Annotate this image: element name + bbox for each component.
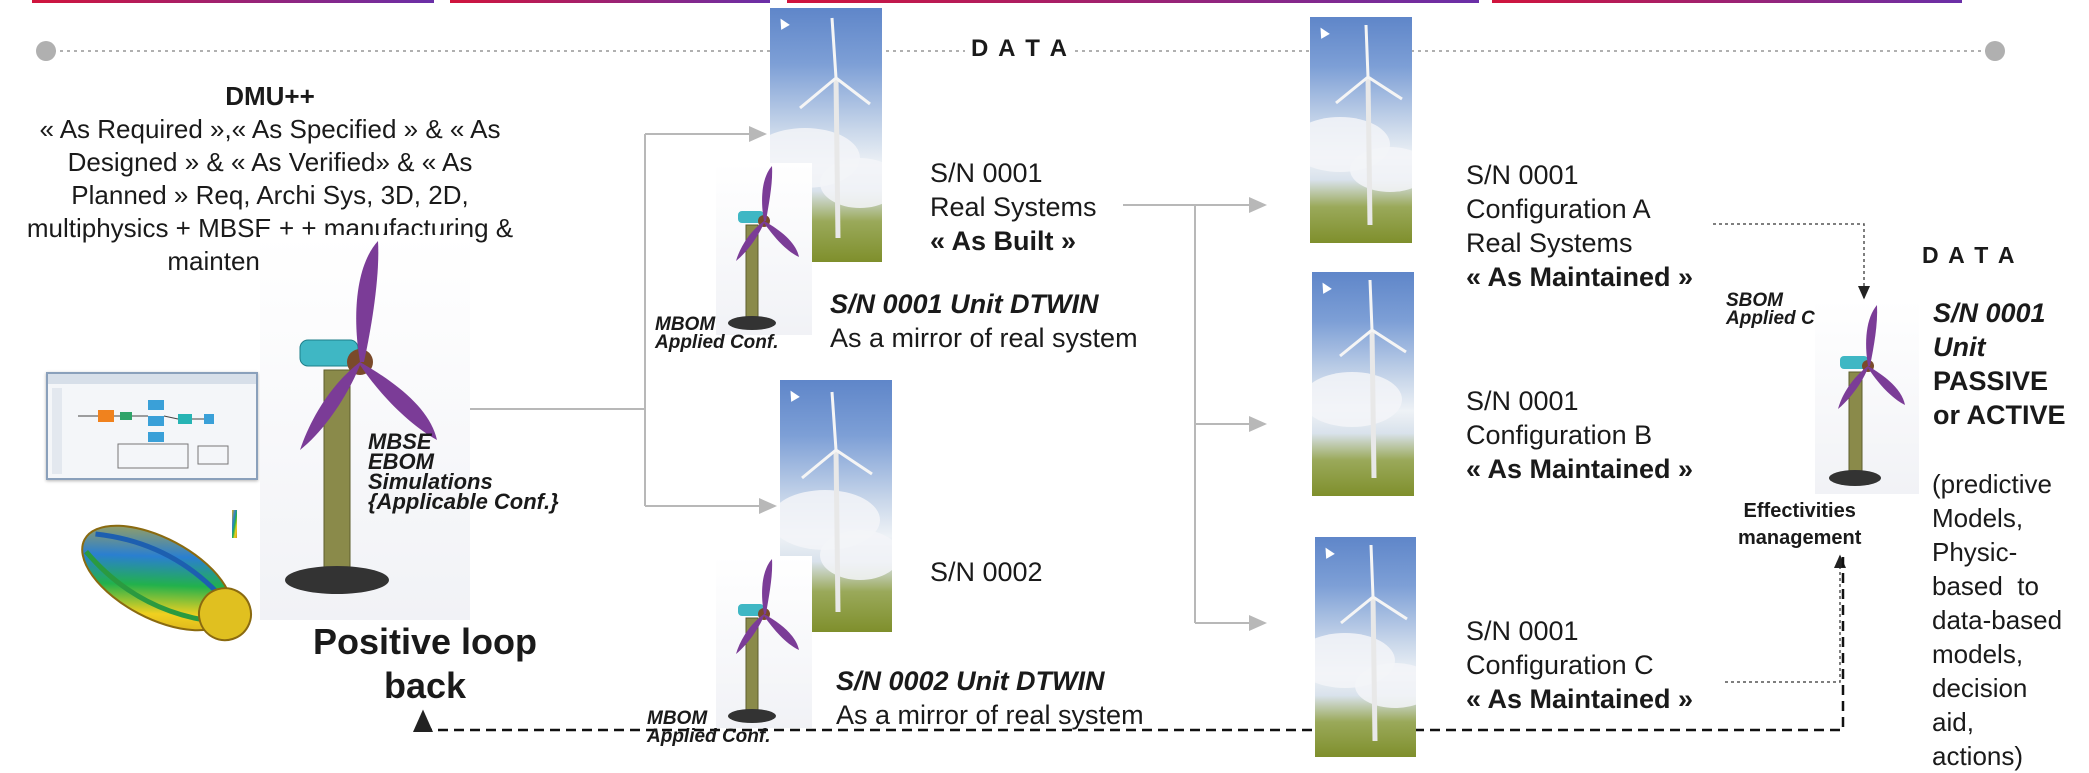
positive-loop-label: Positive loop back xyxy=(290,620,560,708)
right-unit-title: S/N 0001 Unit PASSIVE or ACTIVE xyxy=(1933,296,2066,432)
top-bar-segment-1 xyxy=(32,0,434,3)
mbse-line-2: EBOM xyxy=(368,449,434,474)
right-desc-line-2: Models, xyxy=(1932,503,2024,533)
dmu-line-2: Designed » & « As Verified» & « As xyxy=(67,147,473,177)
cfd-simulation-image xyxy=(62,498,257,660)
right-desc-line-5: data-based xyxy=(1932,605,2063,635)
config-c-sn: S/N 0001 xyxy=(1466,616,1579,646)
dmu-title: DMU++ xyxy=(225,81,315,111)
config-a-to-unit-connector xyxy=(1713,223,1870,300)
turbine-photo-config-b xyxy=(1312,272,1414,496)
unit1-sn: S/N 0001 xyxy=(930,158,1043,188)
turbine-photo-config-c xyxy=(1315,537,1416,757)
mbse-line-4: {Applicable Conf.} xyxy=(368,489,559,514)
branch-to-configurations xyxy=(1123,197,1267,631)
unit2-dtwin-sub: As a mirror of real system xyxy=(836,700,1144,730)
mbom-label-unit2: MBOM Applied Conf. xyxy=(647,708,771,747)
right-desc-line-4: based to xyxy=(1932,571,2039,601)
turbine-3d-model-right xyxy=(1815,300,1919,494)
right-desc-line-3: Physic- xyxy=(1932,537,2018,567)
positive-loop-line-1: Positive loop xyxy=(312,621,538,662)
mbom-line-1: MBOM xyxy=(647,708,708,729)
right-unit-passive: PASSIVE xyxy=(1933,366,2049,396)
unit1-as-built: « As Built » xyxy=(930,226,1077,256)
top-bar-segment-3 xyxy=(787,0,1479,3)
unit1-dtwin-sub: As a mirror of real system xyxy=(830,323,1138,353)
unit1-dtwin-title: S/N 0001 Unit DTWIN xyxy=(830,289,1099,319)
effectivities-line-1: Effectivities xyxy=(1743,500,1856,522)
dmu-line-3: Planned » Req, Archi Sys, 3D, 2D, xyxy=(71,180,469,210)
config-c-status: « As Maintained » xyxy=(1466,684,1694,714)
config-c-to-effectivities-connector xyxy=(1725,554,1846,683)
mbom-line-1: MBOM xyxy=(655,314,716,335)
mbse-label: MBSE EBOM Simulations {Applicable Conf.} xyxy=(368,429,559,514)
unit1-real-systems: Real Systems xyxy=(930,192,1097,222)
unit2-dtwin: S/N 0002 Unit DTWIN As a mirror of real … xyxy=(836,664,1144,732)
top-bar-segment-2 xyxy=(450,0,770,3)
config-b-sn: S/N 0001 xyxy=(1466,386,1579,416)
unit1-text: S/N 0001 Real Systems « As Built » xyxy=(930,156,1097,258)
dmu-line-1: « As Required »,« As Specified » & « As xyxy=(39,114,501,144)
feedback-loop-connector xyxy=(413,557,1845,732)
simulink-screenshot xyxy=(46,372,258,480)
turbine-photo-unit1 xyxy=(770,8,882,262)
right-unit-sn: S/N 0001 xyxy=(1933,298,2046,328)
effectivities-line-2: management xyxy=(1738,527,1862,549)
right-desc-line-9: actions) xyxy=(1932,741,2024,771)
right-unit-unit: Unit xyxy=(1933,332,1986,362)
mbom-label-unit1: MBOM Applied Conf. xyxy=(655,314,779,353)
branch-to-units xyxy=(465,126,777,514)
config-a-status: « As Maintained » xyxy=(1466,262,1694,292)
config-b-name: Configuration B xyxy=(1466,420,1653,450)
positive-loop-line-2: back xyxy=(383,665,467,706)
config-c-text: S/N 0001 Configuration C « As Maintained… xyxy=(1466,614,1693,716)
right-desc-line-6: models, xyxy=(1932,639,2024,669)
dmu-block: DMU++ « As Required »,« As Specified » &… xyxy=(5,80,535,278)
effectivities-label: Effectivities management xyxy=(1738,498,1861,552)
right-desc-line-7: decision xyxy=(1932,673,2028,703)
unit2-dtwin-title: S/N 0002 Unit DTWIN xyxy=(836,666,1105,696)
turbine-3d-model-unit2 xyxy=(716,556,812,728)
top-bar-segment-4 xyxy=(1492,0,1962,3)
config-a-real: Real Systems xyxy=(1466,228,1633,258)
config-a-text: S/N 0001 Configuration A Real Systems « … xyxy=(1466,158,1693,294)
right-desc-line-1: (predictive xyxy=(1932,469,2052,499)
mbse-line-1: MBSE xyxy=(368,429,432,454)
right-unit-active: or ACTIVE xyxy=(1933,400,2066,430)
unit1-dtwin: S/N 0001 Unit DTWIN As a mirror of real … xyxy=(830,287,1138,355)
config-a-name: Configuration A xyxy=(1466,194,1651,224)
data-label-top: D A T A xyxy=(965,35,1075,63)
config-b-status: « As Maintained » xyxy=(1466,454,1694,484)
mbom-line-2: Applied Conf. xyxy=(655,332,779,353)
turbine-3d-model-main xyxy=(260,235,470,620)
mbse-line-3: Simulations xyxy=(368,469,493,494)
mbom-line-2: Applied Conf. xyxy=(647,726,771,747)
turbine-photo-config-a xyxy=(1310,17,1412,243)
right-desc-line-8: aid, xyxy=(1932,707,1974,737)
config-a-sn: S/N 0001 xyxy=(1466,160,1579,190)
config-b-text: S/N 0001 Configuration B « As Maintained… xyxy=(1466,384,1693,486)
right-description: (predictive Models, Physic- based to dat… xyxy=(1932,467,2062,773)
sbom-line-1: SBOM xyxy=(1726,290,1783,311)
data-label-right: D A T A xyxy=(1922,242,2017,268)
turbine-3d-model-unit1 xyxy=(716,163,812,335)
config-c-name: Configuration C xyxy=(1466,650,1654,680)
unit2-sn: S/N 0002 xyxy=(930,557,1043,587)
